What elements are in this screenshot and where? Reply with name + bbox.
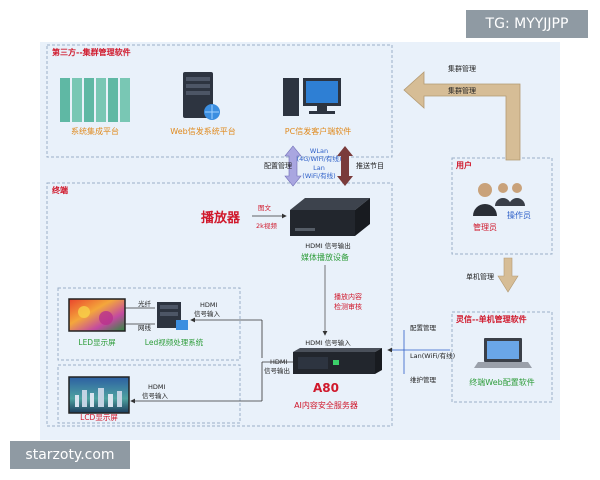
a80-server-icon (293, 348, 382, 374)
operator-icon (495, 183, 525, 206)
led-hdmi-in-2: 信号输入 (194, 309, 221, 318)
media-player-label: 媒体播放设备 (301, 252, 349, 262)
lcd-hdmi-in-2: 信号输入 (142, 391, 169, 400)
network-cable-label: 网线 (138, 323, 152, 332)
cluster-mgmt-arrow (403, 71, 521, 161)
web-platform-label: Web信发系统平台 (170, 126, 235, 136)
lan-label-2: (WiFi/有线) (302, 171, 335, 180)
push-program-arrow (337, 146, 353, 186)
a80-hdmi-in: HDMI 信号输入 (305, 338, 351, 347)
laptop-icon (474, 338, 532, 368)
a80-model-label: A80 (313, 381, 339, 395)
maint-mgmt-label: 维护管理 (410, 375, 437, 384)
a80-hdmi-out-2: 信号输出 (264, 366, 290, 375)
user-label: 用户 (455, 160, 472, 170)
player-hdmi-out: HDMI 信号输出 (305, 241, 350, 250)
third-party-label: 第三方--集群管理软件 (52, 47, 131, 57)
pc-client-icon (283, 78, 341, 116)
admin-icon (473, 183, 497, 216)
operator-label: 操作员 (507, 210, 531, 220)
cluster-mgmt-label-2: 集群管理 (448, 86, 476, 95)
image-text-label: 图文 (258, 203, 272, 212)
system-platform-icon (60, 78, 130, 122)
config-mgmt-arrow (284, 145, 302, 187)
web-config-software-label: 终端Web配置软件 (469, 377, 534, 387)
single-mgmt-label: 单机管理 (466, 272, 494, 281)
system-platform-label: 系统集成平台 (71, 126, 119, 136)
led-processor-icon (157, 302, 188, 330)
lcd-subsection (57, 364, 241, 424)
fiber-label: 光纤 (138, 299, 152, 308)
admin-label: 管理员 (473, 222, 497, 232)
terminal-label: 终端 (51, 185, 68, 195)
wlan-label-2: (4G/WiFi/有线) (297, 154, 342, 163)
lcd-screen-label: LCD显示屏 (80, 413, 118, 422)
led-screen-image (68, 298, 126, 332)
play-audit-label-1: 播放内容 (334, 292, 362, 301)
cluster-mgmt-label-1: 集群管理 (448, 64, 476, 73)
watermark-bottom-left: starzoty.com (10, 441, 130, 469)
play-audit-label-2: 检测审核 (334, 302, 362, 311)
config-mgmt-label: 配置管理 (264, 161, 292, 170)
watermark-top-right: TG: MYYJJPP (466, 10, 588, 38)
push-program-label: 推送节目 (356, 161, 384, 170)
lan-right-label: Lan(WiFi/有线) (410, 351, 455, 360)
led-processor-label: Led视频处理系统 (145, 337, 204, 347)
lcd-hdmi-in-1: HDMI (148, 383, 166, 391)
media-player-icon (290, 198, 370, 236)
third-party-section (46, 44, 393, 158)
lan-label-1: Lan (313, 164, 325, 172)
single-mgmt-arrow (497, 257, 519, 293)
lcd-screen-image (68, 376, 130, 414)
lingxin-section (451, 311, 553, 403)
config-mgmt-right-label: 配置管理 (410, 323, 437, 332)
wlan-label-1: WLan (310, 147, 328, 155)
lingxin-label: 灵信--单机管理软件 (455, 314, 527, 324)
led-subsection (57, 287, 241, 361)
led-screen-label: LED显示屏 (78, 338, 116, 347)
a80-desc-label: AI内容安全服务器 (294, 400, 358, 410)
user-section (451, 157, 553, 255)
led-hdmi-in-1: HDMI (200, 301, 218, 309)
terminal-section (46, 182, 393, 427)
pc-client-label: PC信发客户端软件 (285, 126, 351, 136)
video-2k-label: 2k视频 (256, 221, 277, 230)
player-title: 播放器 (201, 210, 241, 226)
server-icon (183, 72, 220, 120)
